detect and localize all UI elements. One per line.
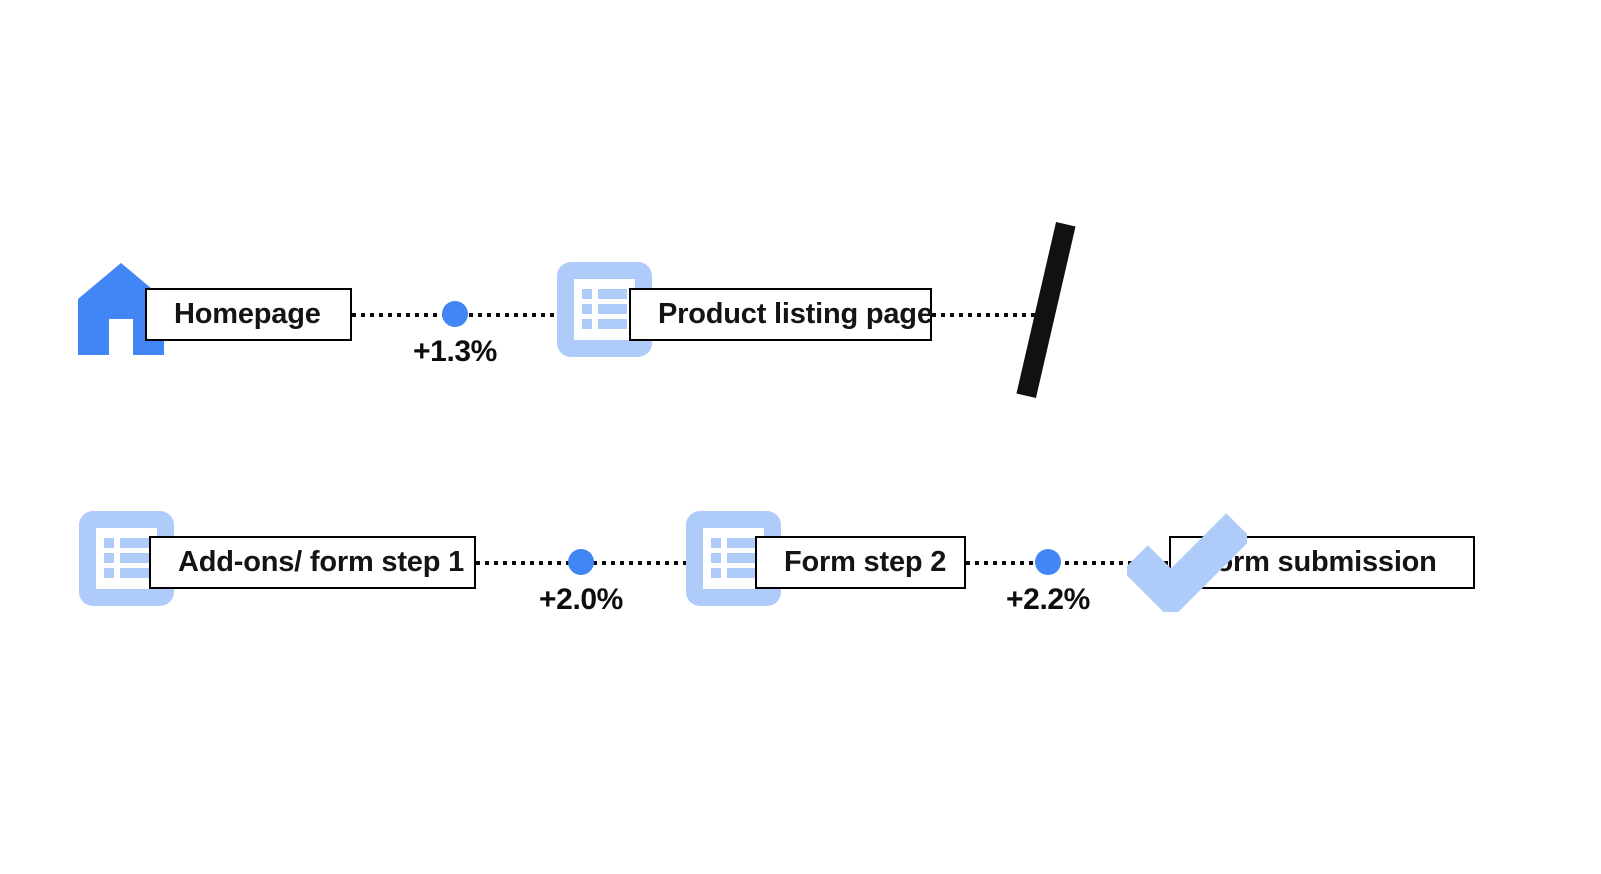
step-label-add-ons-form-step-1: Add-ons/ form step 1: [178, 546, 465, 578]
diagonal-slash-icon: [1016, 222, 1076, 398]
home-icon: [78, 263, 164, 355]
metric-conversion-3: +2.2%: [1006, 549, 1090, 616]
checkmark-icon: [1127, 506, 1247, 612]
step-box-add-ons-form-step-1[interactable]: Add-ons/ form step 1: [149, 536, 476, 589]
metric-conversion-2: +2.0%: [539, 549, 623, 616]
metric-dot-2: [568, 549, 594, 575]
metric-conversion-1: +1.3%: [413, 301, 497, 368]
step-label-homepage: Homepage: [174, 298, 321, 330]
metric-value-2: +2.0%: [539, 583, 623, 616]
step-label-form-step-2: Form step 2: [784, 546, 947, 578]
connector-line-form-step-2-to-submission: [966, 561, 1174, 565]
step-box-form-step-2[interactable]: Form step 2: [755, 536, 966, 589]
step-box-homepage[interactable]: Homepage: [145, 288, 352, 341]
step-box-product-listing-page[interactable]: Product listing page: [629, 288, 933, 341]
step-label-product-listing-page: Product listing page: [658, 298, 933, 330]
list-page-icon: [557, 262, 652, 357]
metric-value-1: +1.3%: [413, 335, 497, 368]
metric-dot-3: [1035, 549, 1061, 575]
metric-value-3: +2.2%: [1006, 583, 1090, 616]
metric-dot-1: [442, 301, 468, 327]
connector-line-product-listing-to-break: [932, 313, 1042, 317]
